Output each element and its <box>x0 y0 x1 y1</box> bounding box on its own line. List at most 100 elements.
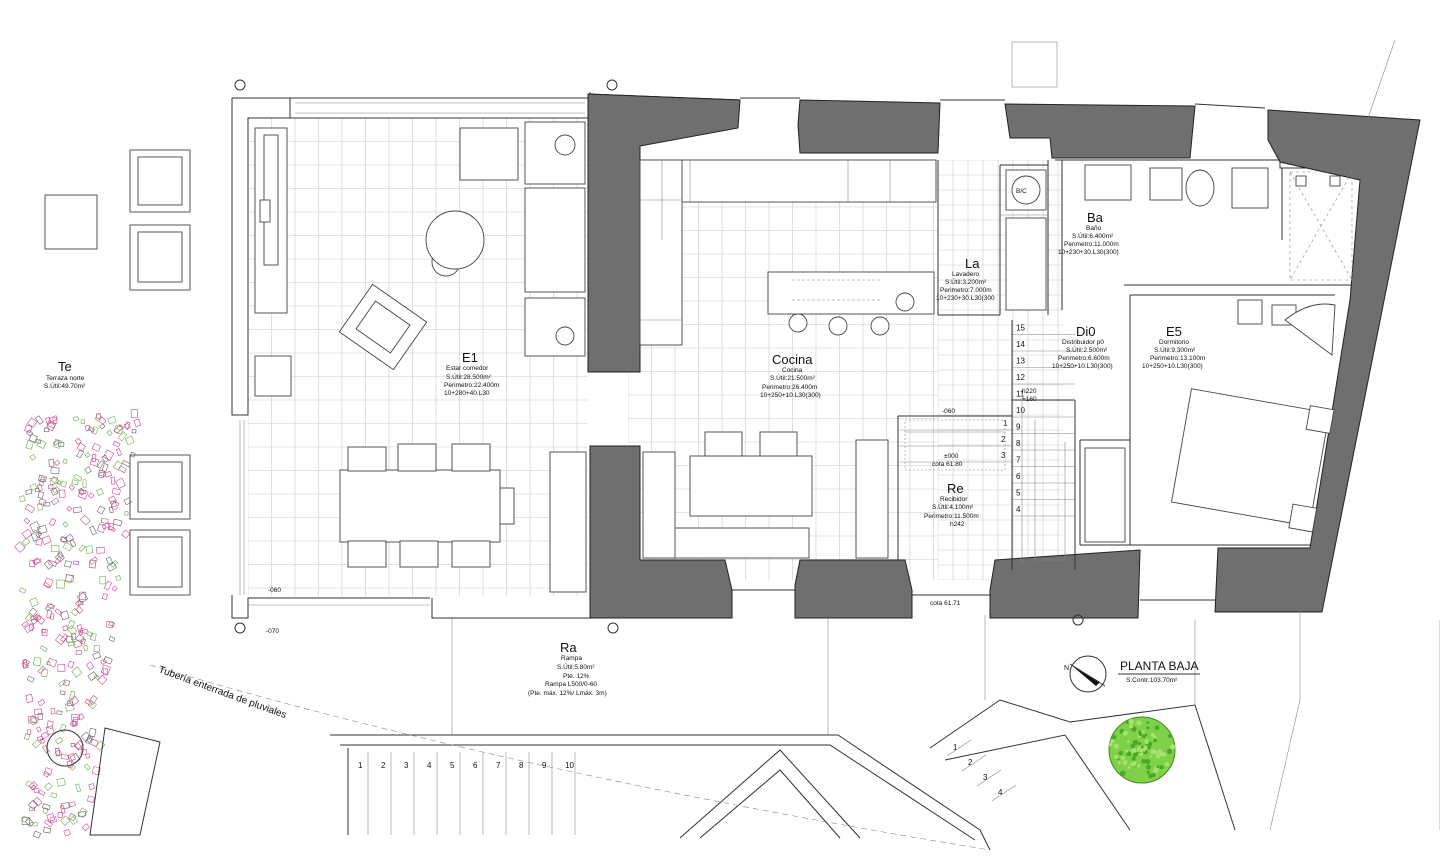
stair-step-number: 15 <box>1016 324 1025 333</box>
stair-step-number: 12 <box>1016 373 1025 382</box>
stair-step-number: 3 <box>1001 451 1006 460</box>
room-cocina-name: Cocina <box>782 367 803 374</box>
level-re-top: -060 <box>942 408 955 415</box>
kitchen-furniture <box>639 159 937 559</box>
room-te-area: S.Útil:49.70m² <box>44 381 86 390</box>
room-ra-limits: (Pte. máx. 12%/ Lmáx. 3m) <box>528 690 607 697</box>
pipe-label: Tubería enterrada de pluviales <box>157 664 288 721</box>
tree-icon <box>1108 716 1176 784</box>
room-e5-perimetro: Perimetro:13.100m <box>1150 355 1205 362</box>
room-labels: Te Terraza norte S.Útil:49.70m² E1 Estar… <box>44 210 1205 697</box>
room-ba-area: S.Útil:6.400m² <box>1072 231 1114 240</box>
room-te-code: Te <box>58 359 72 374</box>
ramp-step-number: 3 <box>404 761 409 770</box>
room-di0-name: Distribuidor p0 <box>1062 339 1104 346</box>
stair-step-number: 9 <box>1016 423 1021 432</box>
level-e1-corner: -060 <box>268 587 281 594</box>
stair-step-number: 2 <box>1001 435 1006 444</box>
plan-title-area: S.Contr:103.70m² <box>1126 677 1178 684</box>
room-la-area: S.Útil:3.200m² <box>945 277 987 286</box>
room-ba-dims: 10+230+30.L30(300) <box>1058 249 1119 256</box>
stair-step-number: 10 <box>1016 406 1025 415</box>
ramp-step-number: 4 <box>427 761 432 770</box>
room-re-perimetro: Perimetro:11.500m <box>924 513 979 520</box>
garden-step-number: 2 <box>968 758 973 767</box>
room-di0-perimetro: Perimetro:6.600m <box>1058 355 1110 362</box>
stair-step-number: 5 <box>1016 489 1021 498</box>
room-e1-perimetro: Perimetro:22.400m <box>444 382 499 389</box>
garden-step-number: 4 <box>998 788 1003 797</box>
stair-step-number: 7 <box>1016 456 1021 465</box>
room-ra-rampa: Rampa L500/0-60 <box>545 681 597 688</box>
bed <box>1084 388 1335 543</box>
stair-step-number: 4 <box>1016 505 1021 514</box>
room-re-height: h242 <box>950 521 965 528</box>
room-cocina-code: Cocina <box>772 352 813 367</box>
ramp-step-number: 5 <box>450 761 455 770</box>
ramp-step-number: 9 <box>542 761 547 770</box>
room-re-area: S.Útil:4.100m² <box>932 502 974 511</box>
stair-height-1: h220 <box>1022 388 1037 395</box>
level-re-cota: cota 61.80 <box>932 461 963 468</box>
room-ra-area: S.Útil:5.80m² <box>557 662 595 671</box>
stair-height-2: +160 <box>1022 396 1037 403</box>
vegetation-hatch <box>14 409 142 839</box>
room-e5-area: S.Útil:9.300m² <box>1154 345 1196 354</box>
stair-step-number: 1 <box>1003 419 1008 428</box>
level-e1-bottom: -070 <box>266 628 279 635</box>
room-e5-name: Dormitorio <box>1159 339 1189 346</box>
room-e5-code: E5 <box>1166 324 1182 339</box>
level-re-zero: ±000 <box>944 453 959 460</box>
ramp-step-number: 1 <box>358 761 363 770</box>
structural-walls <box>587 93 1421 619</box>
ramp-step-number: 2 <box>381 761 386 770</box>
room-ra-pte: Pte. 12% <box>563 673 590 680</box>
room-re-name: Recibidor <box>940 496 968 503</box>
north-label: N <box>1064 665 1069 672</box>
room-ra-name: Rampa <box>561 655 582 662</box>
room-cocina-area: S.Útil:21.500m² <box>770 373 816 382</box>
room-cocina-dims: 10+250+10.L30(300) <box>760 392 821 399</box>
terrace-furniture <box>44 149 191 596</box>
room-di0-code: Di0 <box>1076 324 1096 339</box>
ramp-step-number: 6 <box>473 761 478 770</box>
garden-planter <box>46 727 161 836</box>
room-te-name: Terraza norte <box>46 375 85 382</box>
ramp-step-number: 7 <box>496 761 501 770</box>
room-e1-name: Estar comedor <box>446 365 489 372</box>
room-e1-code: E1 <box>462 350 478 365</box>
plan-title-name: PLANTA BAJA <box>1120 659 1198 673</box>
room-la-name: Lavadero <box>952 271 979 278</box>
fixture-bc-label: B/C <box>1016 188 1027 195</box>
room-di0-area: S.Útil:2.500m² <box>1066 345 1108 354</box>
room-ba-name: Baño <box>1086 225 1102 232</box>
stair-step-number: 11 <box>1016 390 1025 399</box>
room-la-perimetro: Perimetro:7.000m <box>940 287 992 294</box>
room-la-code: La <box>965 256 980 271</box>
room-di0-dims: 10+250+10.L30(300) <box>1052 363 1113 370</box>
level-annotations: -060 -070 -060 ±000 cota 61.80 cota 61.7… <box>266 188 1037 635</box>
stair-step-number: 6 <box>1016 472 1021 481</box>
level-door-cota: cota 61.71 <box>930 600 961 607</box>
garden-step-number: 1 <box>953 743 958 752</box>
stair-step-number: 13 <box>1016 357 1025 366</box>
room-la-dims: 10+230+30.L30(300 <box>936 295 995 302</box>
north-arrow-icon <box>1069 655 1107 693</box>
stair-step-number: 8 <box>1016 439 1021 448</box>
room-ba-code: Ba <box>1087 210 1104 225</box>
garden-step-number: 3 <box>983 773 988 782</box>
room-re-code: Re <box>947 481 964 496</box>
living-dining-furniture <box>254 121 587 593</box>
room-e1-dims: 10+280+40.L30 <box>444 390 490 397</box>
stair-step-number: 14 <box>1016 340 1025 349</box>
room-e1-area: S.Útil:28.500m² <box>446 372 492 381</box>
room-cocina-perimetro: Perimetro:26.400m <box>762 384 817 391</box>
plan-title: PLANTA BAJA S.Contr:103.70m² N <box>1064 659 1200 684</box>
room-ra-code: Ra <box>560 640 577 655</box>
room-e5-dims: 10+250+10.L30(300) <box>1142 363 1203 370</box>
room-ba-perimetro: Perimetro:11.000m <box>1064 241 1119 248</box>
ramp-step-number: 8 <box>519 761 524 770</box>
